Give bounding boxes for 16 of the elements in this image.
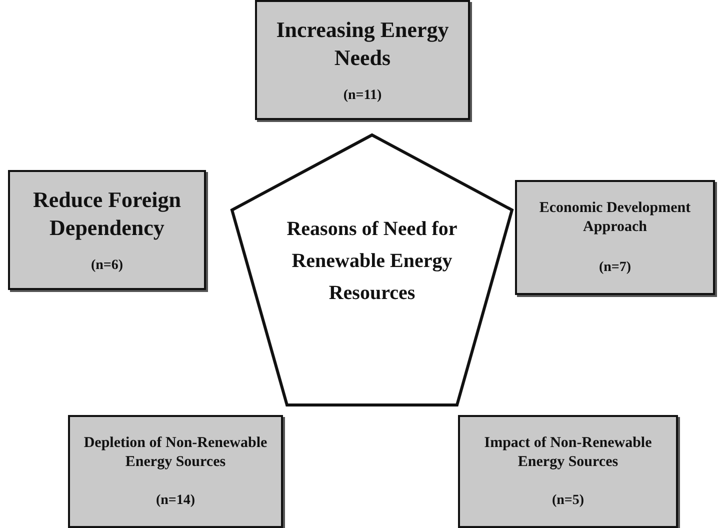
category-heading: Reduce Foreign Dependency	[32, 186, 182, 242]
category-box	[458, 415, 678, 528]
category-box	[255, 0, 470, 120]
category-heading: Depletion of Non-Renewable Energy Sources	[82, 434, 268, 472]
category-box	[68, 415, 283, 528]
category-box	[515, 180, 715, 295]
category-heading: Economic Development Approach	[538, 199, 692, 237]
count-label: (n=11)	[343, 88, 382, 104]
category-heading: Increasing Energy Needs	[275, 16, 450, 72]
count-label: (n=6)	[90, 258, 124, 274]
category-heading: Impact of Non-Renewable Energy Sources	[483, 434, 653, 472]
central-topic: Reasons of Need for Renewable Energy Resources	[286, 217, 458, 306]
count-label: (n=5)	[552, 493, 584, 510]
count-label: (n=7)	[598, 260, 632, 276]
count-label: (n=14)	[156, 493, 196, 510]
category-box	[8, 170, 206, 290]
